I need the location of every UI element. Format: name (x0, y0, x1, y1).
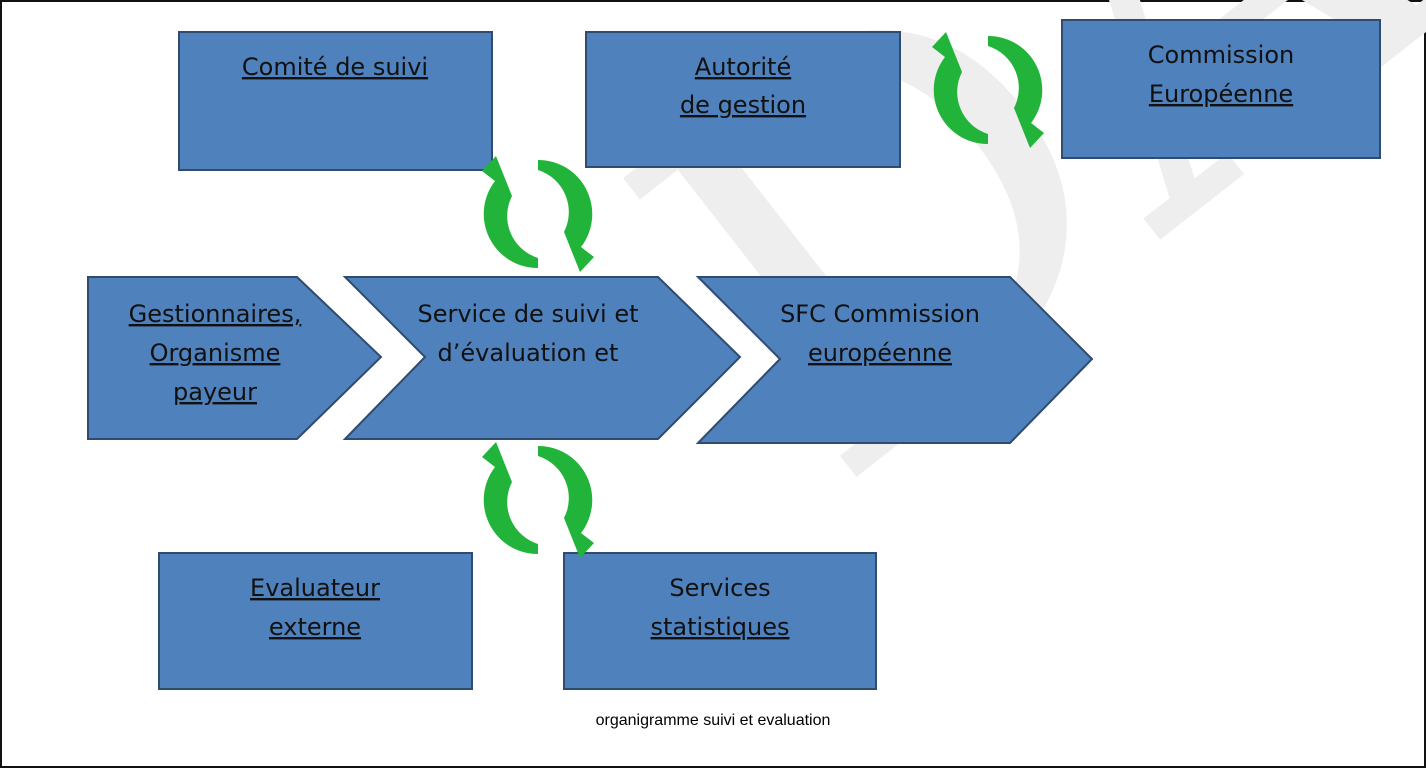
box-services-statistiques: Services statistiques (563, 552, 877, 690)
box-label: Services (669, 574, 770, 602)
chevron-label: SFC Commission (780, 300, 980, 328)
chevron-label: Gestionnaires, (129, 300, 302, 328)
box-label: Européenne (1149, 80, 1293, 108)
box-label: externe (269, 613, 361, 641)
box-label: Evaluateur (250, 574, 380, 602)
circular-arrows-icon (482, 156, 594, 272)
chevron-label: d’évaluation et (438, 339, 619, 367)
chevron-label: Service de suivi et (417, 300, 638, 328)
chevron-label: Organisme (150, 339, 281, 367)
box-label: statistiques (651, 613, 790, 641)
box-comite-de-suivi: Comité de suivi (178, 31, 493, 171)
chevron-label: européenne (808, 339, 952, 367)
box-label: Autorité (695, 53, 791, 81)
chevron-sfc-commission: SFC Commission européenne (695, 276, 1094, 444)
circular-arrows-icon (482, 442, 594, 558)
chevron-label: payeur (173, 378, 257, 406)
box-evaluateur-externe: Evaluateur externe (158, 552, 473, 690)
box-label: Comité de suivi (242, 53, 428, 81)
box-label: de gestion (680, 91, 806, 119)
box-commission-europeenne: Commission Européenne (1061, 19, 1381, 159)
box-label: Commission (1148, 41, 1294, 69)
chevron-service-de-suivi: Service de suivi et d’évaluation et (342, 276, 742, 440)
chevron-gestionnaires: Gestionnaires, Organisme payeur (87, 276, 383, 440)
figure-caption: organigramme suivi et evaluation (595, 712, 831, 729)
box-autorite-de-gestion: Autorité de gestion (585, 31, 901, 168)
